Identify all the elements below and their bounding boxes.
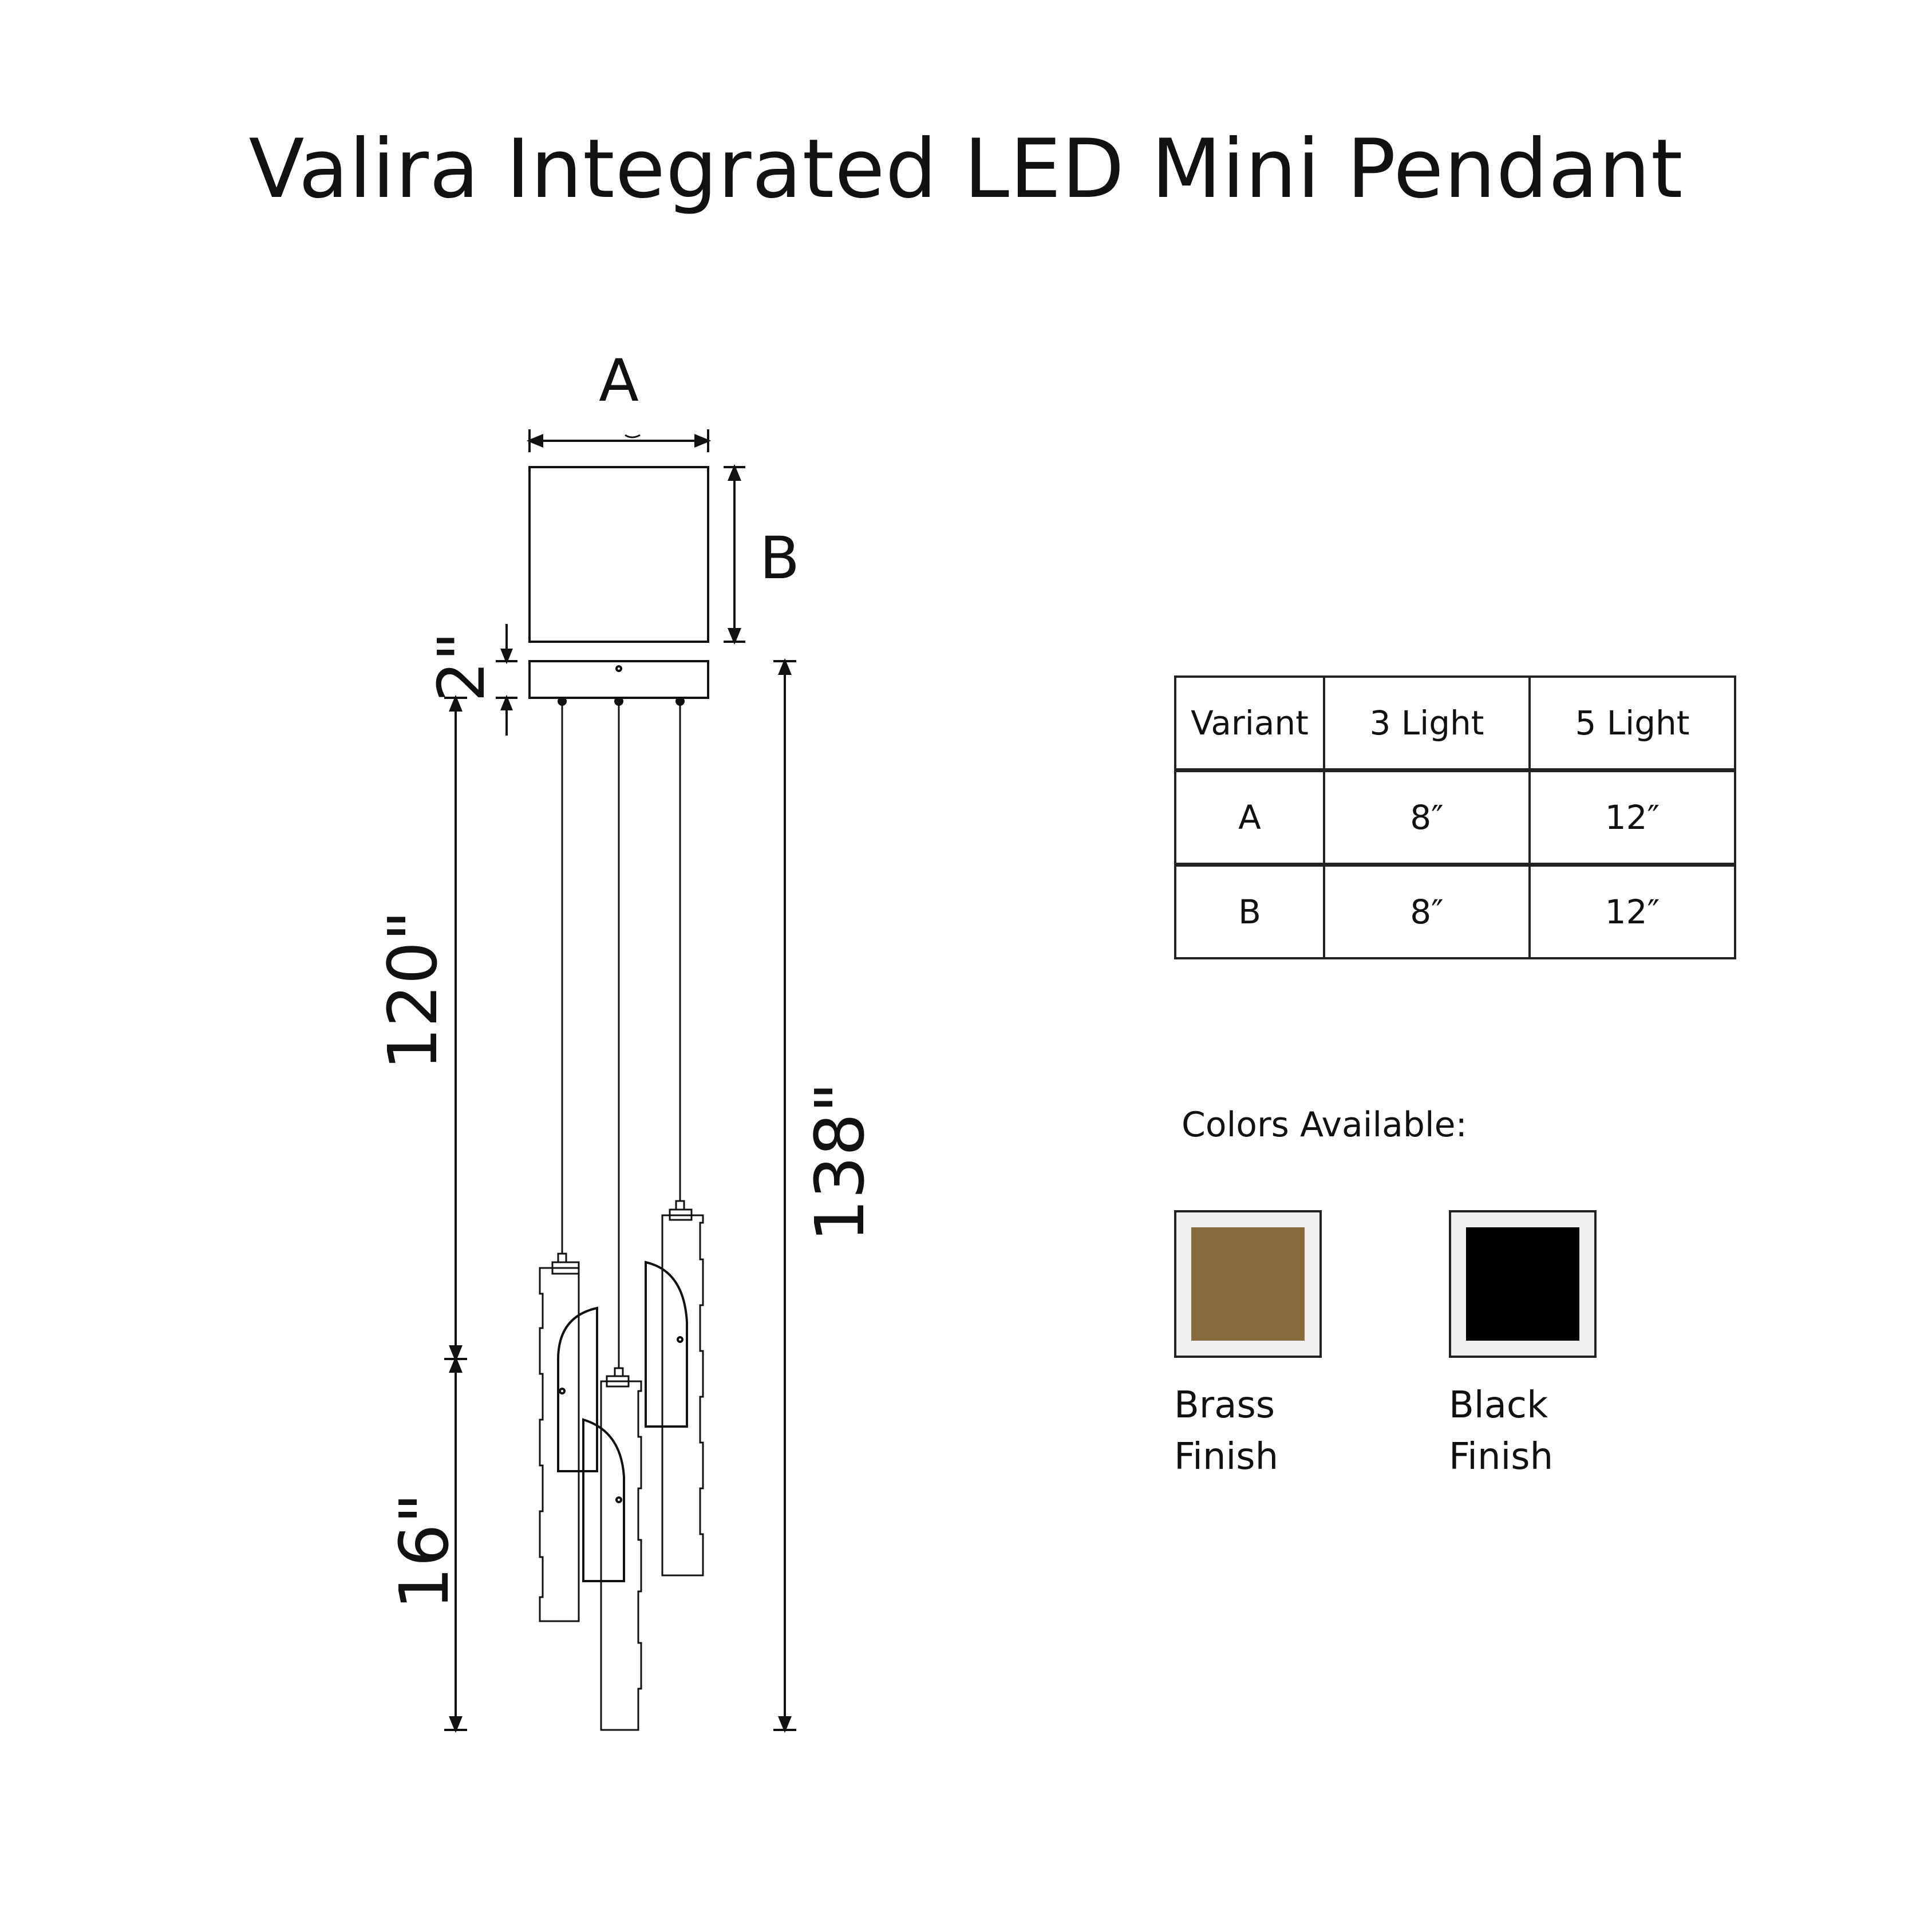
colors-available-label: Colors Available: xyxy=(1182,1105,1467,1145)
brass-finish-label: Brass Finish xyxy=(1174,1384,1279,1478)
table-header-row: Variant 3 Light 5 Light xyxy=(1174,675,1736,772)
table-cell: 8″ xyxy=(1323,769,1531,867)
table-row: A 8″ 12″ xyxy=(1174,769,1736,867)
dim-canopy-gap-label: 2" xyxy=(425,632,499,702)
pendant-left xyxy=(539,1253,598,1622)
dim-cord-label: 120" xyxy=(373,910,452,1070)
table-cell: 12″ xyxy=(1528,769,1736,867)
black-swatch-color xyxy=(1466,1227,1579,1341)
brass-swatch-color xyxy=(1191,1227,1305,1341)
page-title: Valira Integrated LED Mini Pendant xyxy=(248,122,1684,216)
dim-a-label: A xyxy=(599,347,639,415)
table-row: B 8″ 12″ xyxy=(1174,863,1736,959)
dim-b-label: B xyxy=(760,524,800,592)
dim-total-label: 138" xyxy=(800,1082,879,1242)
canopy-box xyxy=(528,466,709,643)
table-cell: 8″ xyxy=(1323,863,1531,959)
table-header-cell: 3 Light xyxy=(1323,675,1531,772)
variant-spec-table: Variant 3 Light 5 Light A 8″ 12″ B 8″ 12… xyxy=(1174,675,1736,959)
table-header-cell: 5 Light xyxy=(1528,675,1736,772)
brass-swatch xyxy=(1174,1210,1322,1358)
table-cell: 12″ xyxy=(1528,863,1736,959)
pendant-center xyxy=(582,1367,642,1731)
black-swatch xyxy=(1449,1210,1597,1358)
dim-pendant-label: 16" xyxy=(385,1493,464,1610)
pendant-right xyxy=(645,1200,704,1577)
table-cell: A xyxy=(1174,769,1325,867)
table-header-cell: Variant xyxy=(1174,675,1325,772)
table-cell: B xyxy=(1174,863,1325,959)
black-finish-label: Black Finish xyxy=(1449,1384,1554,1478)
